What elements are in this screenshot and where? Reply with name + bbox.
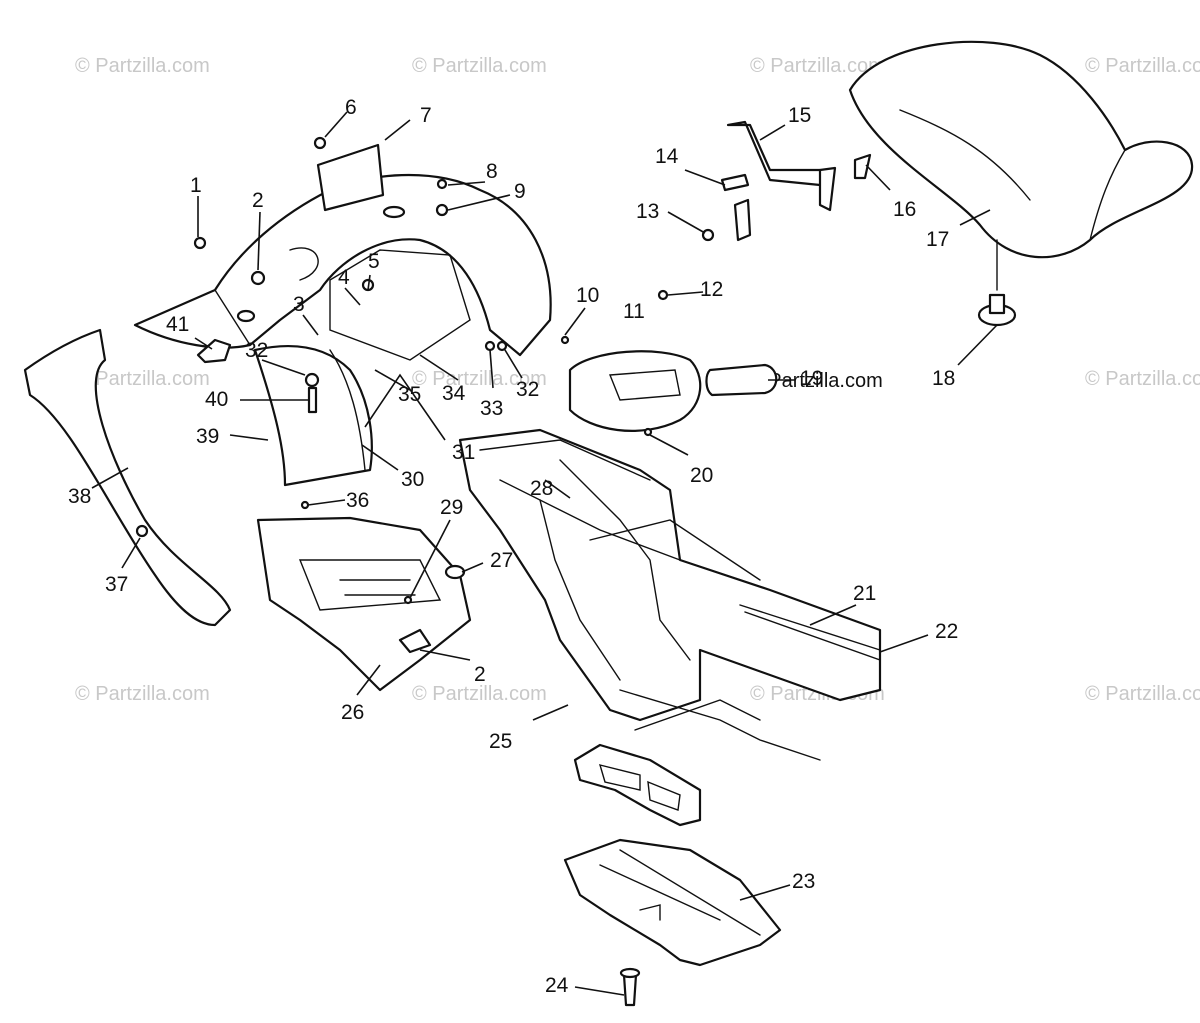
fasteners xyxy=(135,136,669,1007)
callout-23: 23 xyxy=(792,870,815,893)
callout-31: 31 xyxy=(452,441,475,464)
callout-19: 19 xyxy=(800,367,823,390)
callout-1: 1 xyxy=(190,174,202,197)
callout-38: 38 xyxy=(68,485,91,508)
watermark: © Partzilla.com xyxy=(75,683,210,705)
callout-27: 27 xyxy=(490,549,513,572)
callout-41: 41 xyxy=(166,313,189,336)
callout-34: 34 xyxy=(442,382,466,405)
callout-8: 8 xyxy=(486,160,498,183)
watermarks: © Partzilla.com © Partzilla.com © Partzi… xyxy=(75,55,1200,705)
footwell-part xyxy=(256,516,472,692)
callout-16: 16 xyxy=(893,198,916,221)
callout-2: 2 xyxy=(252,189,264,212)
callout-15: 15 xyxy=(788,104,811,127)
seat-grommet-part xyxy=(977,239,1017,327)
callout-21: 21 xyxy=(853,582,876,605)
watermark: © Partzilla.com xyxy=(75,55,210,77)
callout-33: 33 xyxy=(480,397,503,420)
callout-25: 25 xyxy=(489,730,512,753)
leader-lines xyxy=(91,111,998,996)
callout-32: 32 xyxy=(245,339,268,362)
callout-11: 11 xyxy=(623,300,645,323)
callout-13: 13 xyxy=(636,200,659,223)
callout-39: 39 xyxy=(196,425,219,448)
callout-30: 30 xyxy=(401,468,424,491)
watermark: © Partzilla.com xyxy=(412,368,547,390)
callout-10: 10 xyxy=(576,284,599,307)
callout-9: 9 xyxy=(514,180,526,203)
tool-box-part xyxy=(568,350,778,432)
front-plate-part xyxy=(573,743,702,827)
watermark: © Partzilla.com xyxy=(412,683,547,705)
callout-5: 5 xyxy=(368,250,380,273)
callout-6: 6 xyxy=(345,96,357,119)
frame-part xyxy=(458,428,882,761)
skid-plate-part xyxy=(563,838,782,967)
watermark: © Partzilla.com xyxy=(412,55,547,77)
watermark: © Partzilla.com xyxy=(750,55,885,77)
callout-26: 26 xyxy=(341,701,364,724)
callout-36: 36 xyxy=(346,489,369,512)
mud-flap-part xyxy=(253,344,373,487)
callout-40: 40 xyxy=(205,388,228,411)
callout-37: 37 xyxy=(105,573,128,596)
watermark: © Partzilla.com xyxy=(1085,683,1200,705)
rack-part xyxy=(316,143,385,212)
watermark: © Partzilla.com xyxy=(748,370,883,392)
heat-shield-part xyxy=(196,338,232,364)
watermark: © Partzilla.com xyxy=(1085,55,1200,77)
callout-4: 4 xyxy=(338,266,350,289)
callout-12: 12 xyxy=(700,278,723,301)
callout-29: 29 xyxy=(440,496,463,519)
callout-24: 24 xyxy=(545,974,569,997)
callout-20: 20 xyxy=(690,464,713,487)
watermark: © Partzilla.com xyxy=(75,368,210,390)
seat-latch-part xyxy=(701,120,872,242)
callout-7: 7 xyxy=(420,104,432,127)
callout-28: 28 xyxy=(530,477,553,500)
callouts: 1 2 3 4 5 6 7 8 9 10 11 12 13 14 15 16 1… xyxy=(68,96,958,997)
seat-part xyxy=(848,40,1194,259)
callout-35: 35 xyxy=(398,383,421,406)
callout-22: 22 xyxy=(935,620,958,643)
callout-14: 14 xyxy=(655,145,679,168)
callout-2b: 2 xyxy=(474,663,486,686)
callout-17: 17 xyxy=(926,228,949,251)
callout-3: 3 xyxy=(293,293,305,316)
callout-18: 18 xyxy=(932,367,955,390)
fender-flare-part xyxy=(23,328,232,627)
watermark: © Partzilla.com xyxy=(1085,368,1200,390)
callout-32b: 32 xyxy=(516,378,539,401)
